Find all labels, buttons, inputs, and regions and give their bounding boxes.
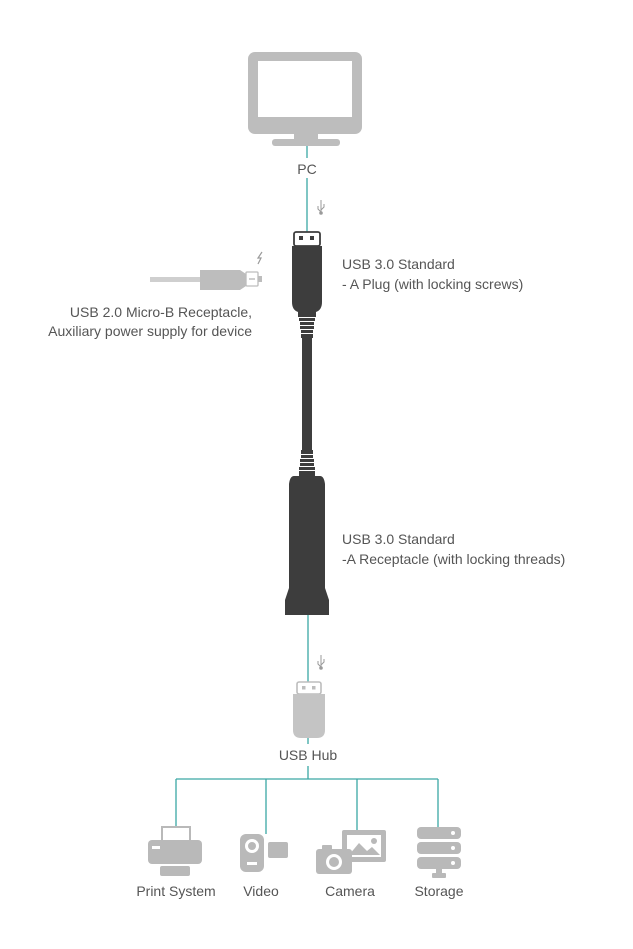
usb-cable — [302, 338, 312, 450]
pc-label: PC — [297, 161, 317, 177]
micro-b-cable — [150, 270, 262, 290]
micro-b-subtitle: Auxiliary power supply for device — [48, 323, 252, 339]
video-camera-icon — [240, 834, 288, 872]
usb-hub-icon — [293, 681, 325, 738]
pc-monitor-icon — [248, 52, 362, 146]
usb-a-plug-subtitle: - A Plug (with locking screws) — [342, 276, 524, 292]
usb-hub-label: USB Hub — [278, 747, 338, 763]
usb-a-plug-title: USB 3.0 Standard — [342, 256, 455, 272]
connection-lines — [175, 146, 439, 834]
device-label-print-system: Print System — [136, 883, 216, 899]
usb-a-plug — [292, 231, 322, 338]
usb-a-receptacle-subtitle: -A Receptacle (with locking threads) — [342, 551, 566, 567]
usb-symbol-icon-lower — [317, 655, 325, 670]
usb-a-receptacle-title: USB 3.0 Standard — [342, 531, 455, 547]
camera-icon — [316, 830, 386, 874]
printer-icon — [148, 826, 202, 876]
server-storage-icon — [417, 827, 461, 878]
usb-a-receptacle — [285, 476, 329, 615]
device-label-camera: Camera — [325, 883, 375, 899]
device-label-storage: Storage — [414, 883, 464, 899]
power-lightning-icon — [256, 251, 263, 265]
usb-symbol-icon — [317, 200, 325, 215]
micro-b-title: USB 2.0 Micro-B Receptacle, — [69, 304, 252, 320]
device-label-video: Video — [243, 883, 279, 899]
cable-strain-relief — [299, 450, 315, 476]
